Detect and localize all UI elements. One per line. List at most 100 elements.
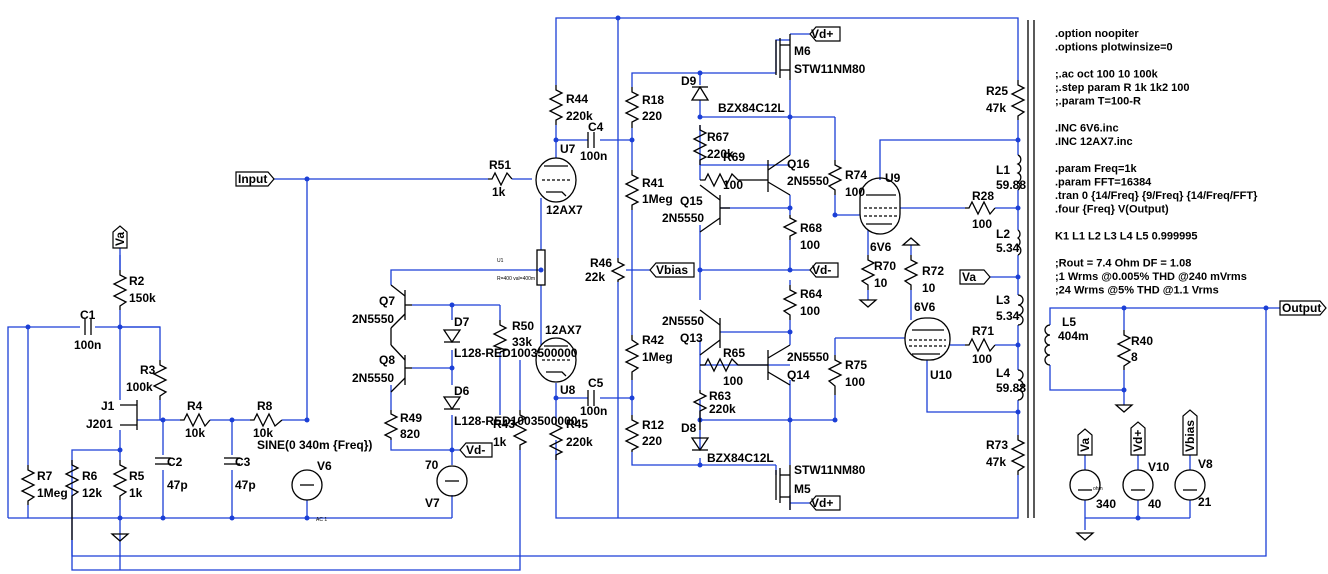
label-r12-value: 220 (642, 434, 662, 448)
directive-line: K1 L1 L2 L3 L4 L5 0.999995 (1055, 231, 1197, 243)
directive-line: ;24 Wrms @5% THD @1.1 Vrms (1055, 285, 1219, 297)
label-u8-name: U8 (560, 383, 576, 397)
label-r69-value: 100 (723, 178, 743, 192)
label-r50-value: 33k (512, 335, 532, 349)
label-r75-value: 100 (845, 375, 865, 389)
directive-line: ;.ac oct 100 10 100k (1055, 69, 1159, 81)
label-r18-value: 220 (642, 109, 662, 123)
net-label-vbias-src: Vbias (1182, 409, 1198, 456)
tube-u9 (859, 177, 901, 235)
transistors (120, 34, 791, 510)
svg-text:Va: Va (113, 232, 127, 246)
label-m6-name: M6 (794, 44, 811, 58)
directive-line: .four {Freq} V(Output) (1055, 204, 1169, 216)
label-r70-name: R70 (874, 259, 896, 273)
net-label-output: Output (1279, 300, 1327, 316)
directive-line: .param Freq=1k (1055, 163, 1138, 175)
label-r7-value: 1Meg (37, 486, 68, 500)
net-label-va-j: Va (112, 225, 128, 249)
label-c4-name: C4 (588, 120, 604, 134)
label-q16-value: 2N5550 (787, 174, 829, 188)
directive-line: .tran 0 {14/Freq} {9/Freq} {14/Freq/FFT} (1055, 190, 1258, 202)
directive-line: ;Rout = 7.4 Ohm DF = 1.08 (1055, 258, 1191, 270)
label-r4-value: 10k (185, 426, 205, 440)
bjt-q7 (390, 284, 412, 329)
label-u9-value: 6V6 (870, 240, 892, 254)
label-q14-name: Q14 (787, 368, 810, 382)
net-label-va-src: Va (1077, 428, 1093, 456)
junctions (25, 15, 1269, 521)
label-c1-name: C1 (80, 308, 96, 322)
directive-line: .INC 6V6.inc (1055, 123, 1119, 135)
label-d8-value: BZX84C12L (707, 451, 774, 465)
label-q13-value: 2N5550 (662, 314, 704, 328)
label-r18-name: R18 (642, 93, 664, 107)
resistors (20, 80, 1132, 540)
label-d6-value: L128-RED1003500000 (454, 414, 578, 428)
label-r41-value: 1Meg (642, 192, 673, 206)
label-r68-name: R68 (800, 221, 822, 235)
net-label-vdplus-src: Vd+ (1130, 421, 1146, 456)
label-r64-name: R64 (800, 287, 822, 301)
label-r46-name: R46 (590, 256, 612, 270)
svg-text:Vd+: Vd+ (811, 496, 833, 510)
label-r2-name: R2 (129, 274, 145, 288)
component-labels: R44 220k C4 100n U7 12AX7 R51 1k R18 220… (37, 44, 1213, 523)
label-r3-name: R3 (140, 363, 156, 377)
label-r45-value: 220k (566, 435, 593, 449)
directive-line: ;.step param R 1k 1k2 100 (1055, 82, 1190, 94)
label-r45-name: R45 (566, 417, 588, 431)
label-r50-name: R50 (512, 319, 534, 333)
label-r25-value: 47k (986, 101, 1006, 115)
label-l3-value: 5.34 (996, 309, 1020, 323)
label-r41-name: R41 (642, 176, 664, 190)
label-d9-value: BZX84C12L (718, 101, 785, 115)
net-label-va: Va (959, 269, 991, 285)
inductors (1016, 20, 1051, 518)
label-c4-value: 100n (580, 149, 607, 163)
label-r6-value: 12k (82, 486, 102, 500)
label-v10-name: V10 (1148, 460, 1170, 474)
tubes (535, 157, 951, 383)
label-c5-value: 100n (580, 404, 607, 418)
label-j1-value: J201 (86, 417, 113, 431)
label-r40-value: 8 (1131, 350, 1138, 364)
svg-text:Vbias: Vbias (656, 263, 688, 277)
label-c2-value: 47p (167, 478, 188, 492)
net-label-input: Input (235, 171, 275, 187)
label-l3-name: L3 (996, 293, 1010, 307)
label-q7-name: Q7 (379, 294, 395, 308)
label-r8-value: 10k (253, 426, 273, 440)
directive-line: .option noopiter (1055, 28, 1139, 40)
mosfet-m5 (775, 465, 791, 510)
label-u1-value: R=400 val=400m (497, 276, 535, 282)
label-q14-value: 2N5550 (787, 350, 829, 364)
bjt-q15 (699, 184, 730, 233)
net-label-vbias: Vbias (649, 262, 695, 278)
label-v6-name: V6 (317, 459, 332, 473)
label-r72-value: 10 (922, 281, 936, 295)
label-d8-name: D8 (681, 421, 697, 435)
directive-line: .param FFT=16384 (1055, 177, 1152, 189)
label-u10-name: U10 (930, 368, 952, 382)
net-label-vd-minus-2: Vd- (459, 442, 493, 458)
label-r69-name: R69 (723, 150, 745, 164)
label-r67-name: R67 (707, 130, 729, 144)
label-v7-name: V7 (425, 496, 440, 510)
label-l4-name: L4 (996, 366, 1010, 380)
label-d7-value: L128-RED1003500000 (454, 346, 578, 360)
svg-text:Vd+: Vd+ (1131, 430, 1145, 452)
label-l5-value: 404m (1058, 329, 1089, 343)
jfet-j1 (120, 400, 138, 430)
label-c3-name: C3 (235, 455, 251, 469)
net-label-vd-minus: Vd- (809, 262, 839, 278)
label-d9-name: D9 (681, 74, 697, 88)
net-label-vd-plus-bot: Vd+ (809, 495, 841, 511)
label-m6-value: STW11NM80 (794, 62, 866, 76)
label-r73-name: R73 (986, 438, 1008, 452)
label-r70-value: 10 (874, 276, 888, 290)
label-r5-name: R5 (129, 469, 145, 483)
diodes (442, 85, 710, 452)
label-ac1: AC 1 (316, 517, 327, 523)
